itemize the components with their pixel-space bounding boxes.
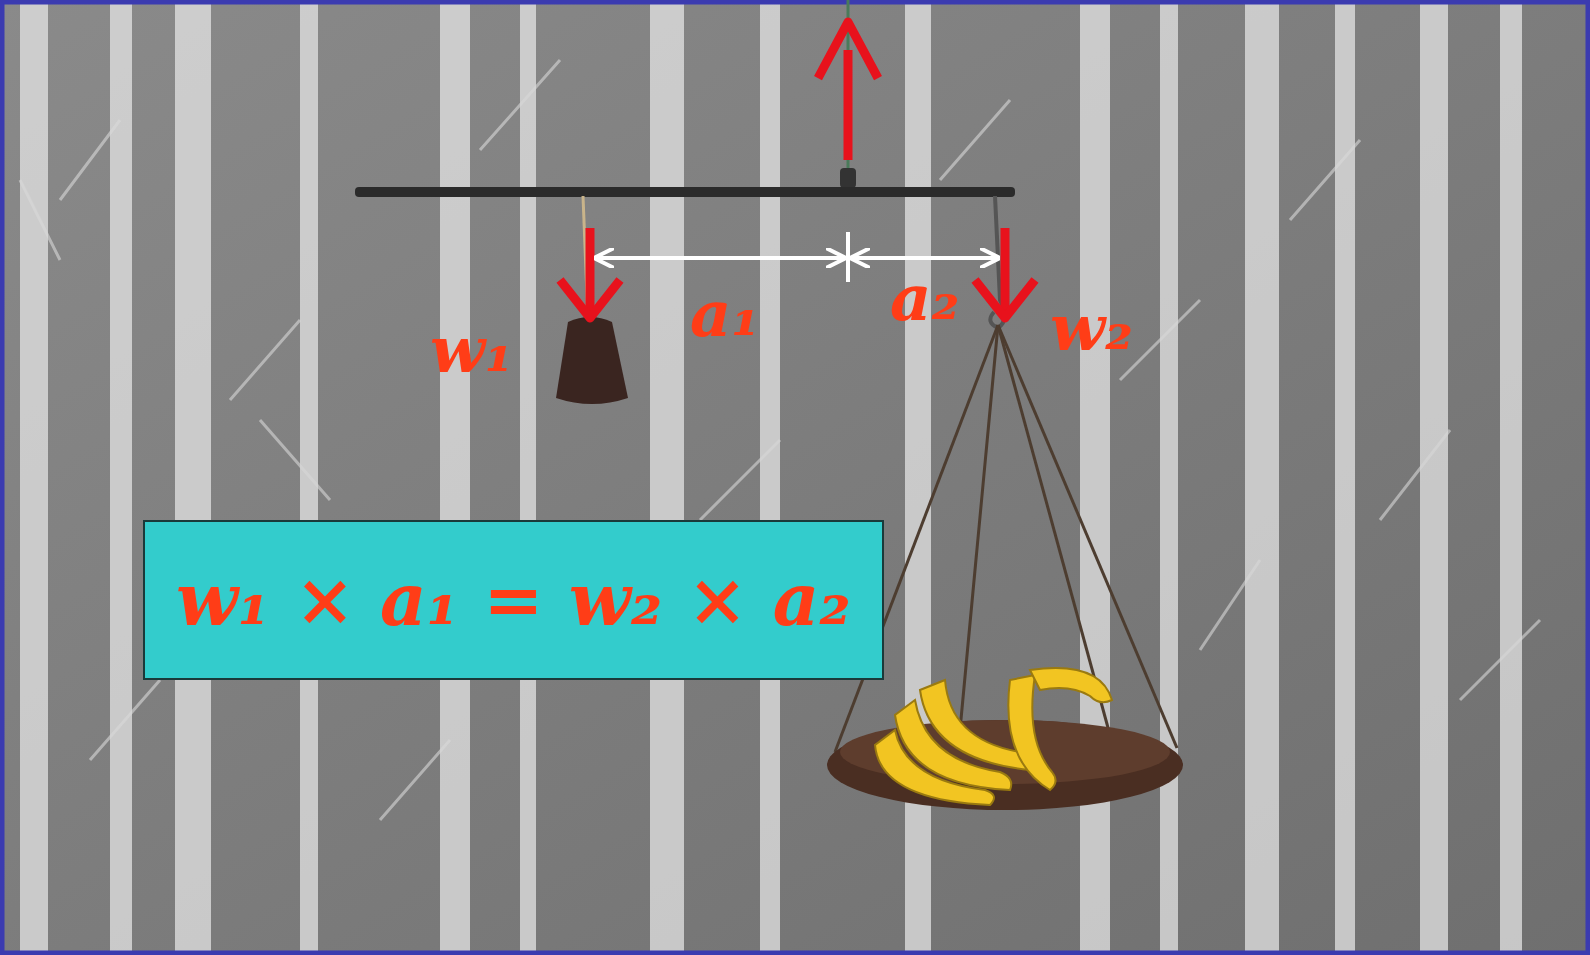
weight-label: w₂ [1050, 296, 1133, 360]
birch-branches [20, 60, 1540, 820]
formula-box: w₁ × a₁ = w₂ × a₂ [143, 520, 884, 680]
arm-length-label: a₁ [690, 282, 760, 346]
pan-chains [835, 325, 1177, 752]
weight-label: w₁ [430, 318, 513, 382]
balance-beam [355, 187, 1015, 197]
formula-text: w₁ × a₁ = w₂ × a₂ [176, 564, 851, 636]
bell-weight [556, 317, 628, 404]
birch-trunks [20, 0, 1522, 955]
arm-length-label: a₂ [890, 266, 960, 330]
force-arrows [560, 22, 1035, 318]
bananas [875, 668, 1112, 805]
pivot-hook [840, 168, 856, 188]
